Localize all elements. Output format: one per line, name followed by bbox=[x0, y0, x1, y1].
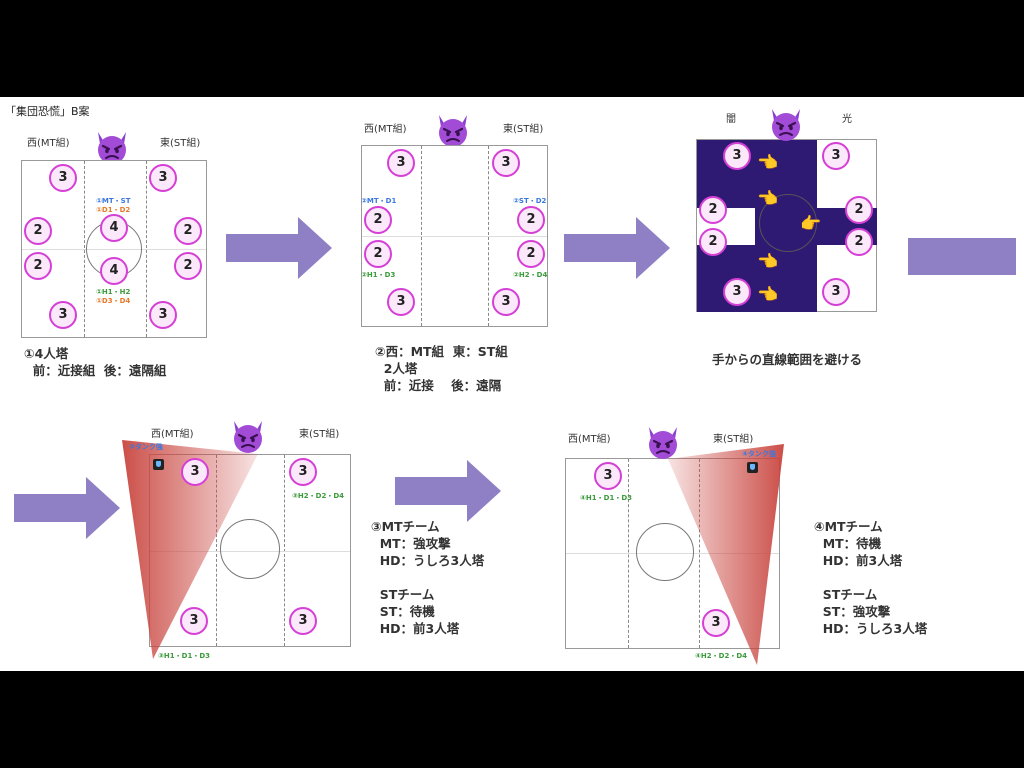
caption-2: ②西：MT組 東：ST組 2人塔 前：近接 後：遠隔 bbox=[375, 344, 508, 393]
tower: 3 bbox=[49, 164, 77, 192]
assign-label: ③H1・D1・D3 bbox=[158, 652, 211, 660]
tower: 3 bbox=[702, 609, 730, 637]
assign-label: ①D1・D2 bbox=[96, 206, 131, 214]
tank-label: ④タンク強 bbox=[742, 450, 776, 458]
hand-icon: 👉 bbox=[800, 214, 822, 234]
hand-icon: 👈 bbox=[757, 252, 779, 272]
center-circle bbox=[636, 523, 694, 581]
hand-icon: 👈 bbox=[757, 285, 779, 305]
shield-icon bbox=[747, 462, 758, 473]
divider-right bbox=[284, 455, 285, 646]
caption-5: ④MTチーム MT：待機 HD：前3人塔 STチーム ST：強攻撃 HD：うしろ… bbox=[814, 519, 928, 636]
tower: 3 bbox=[492, 149, 520, 177]
assign-label: ④H1・D1・D3 bbox=[580, 494, 633, 502]
east-label: 東(ST組) bbox=[503, 124, 544, 135]
devil-icon bbox=[230, 419, 266, 455]
shield-icon bbox=[153, 459, 164, 470]
west-label: 西(MT組) bbox=[27, 138, 70, 149]
tower: 3 bbox=[387, 149, 415, 177]
tower: 2 bbox=[699, 196, 727, 224]
arrow-right-icon bbox=[564, 217, 670, 279]
assign-label: ①MT・ST bbox=[96, 197, 131, 205]
tower: 2 bbox=[174, 217, 202, 245]
tower: 2 bbox=[364, 206, 392, 234]
west-label: 西(MT組) bbox=[364, 124, 407, 135]
tower: 2 bbox=[174, 252, 202, 280]
west-label: 西(MT組) bbox=[151, 429, 194, 440]
dark-zone bbox=[697, 245, 817, 312]
tower: 2 bbox=[845, 196, 873, 224]
tower: 3 bbox=[149, 164, 177, 192]
tower: 3 bbox=[181, 458, 209, 486]
tower: 2 bbox=[24, 217, 52, 245]
hand-icon: 👈 bbox=[757, 189, 779, 209]
assign-label: ④H2・D2・D4 bbox=[695, 652, 748, 660]
tower: 3 bbox=[594, 462, 622, 490]
tower: 2 bbox=[517, 240, 545, 268]
tower: 3 bbox=[289, 607, 317, 635]
tower: 2 bbox=[24, 252, 52, 280]
tower: 3 bbox=[149, 301, 177, 329]
caption-3: 手からの直線範囲を避ける bbox=[712, 352, 863, 367]
assign-label: ②ST・D2 bbox=[513, 197, 547, 205]
tower: 3 bbox=[180, 607, 208, 635]
center-circle bbox=[220, 519, 280, 579]
assign-label: ③H2・D2・D4 bbox=[292, 492, 345, 500]
tower: 3 bbox=[49, 301, 77, 329]
arrow-right-icon bbox=[395, 460, 501, 522]
caption-1: ①4人塔 前：近接組 後：遠隔組 bbox=[24, 346, 167, 378]
page-title: 「集団恐慌」B案 bbox=[5, 105, 90, 118]
devil-icon bbox=[435, 113, 471, 149]
west-label: 西(MT組) bbox=[568, 434, 611, 445]
arrow-body bbox=[908, 238, 1016, 275]
arrow-right-icon bbox=[226, 217, 332, 279]
tower: 2 bbox=[845, 228, 873, 256]
tower: 3 bbox=[492, 288, 520, 316]
light-label: 光 bbox=[842, 114, 852, 125]
slide: 「集団恐慌」B案 西(MT組) 東(ST組) 3 3 2 2 2 2 3 3 4… bbox=[0, 97, 1024, 671]
arrow-right-icon bbox=[14, 477, 120, 539]
east-label: 東(ST組) bbox=[713, 434, 754, 445]
tower: 3 bbox=[289, 458, 317, 486]
assign-label: ①H1・H2 bbox=[96, 288, 131, 296]
assign-label: ②MT・D1 bbox=[361, 197, 397, 205]
tower-center: 4 bbox=[100, 257, 128, 285]
devil-icon bbox=[645, 425, 681, 461]
tower: 3 bbox=[387, 288, 415, 316]
tower: 2 bbox=[699, 228, 727, 256]
tower: 2 bbox=[364, 240, 392, 268]
tower: 2 bbox=[517, 206, 545, 234]
east-label: 東(ST組) bbox=[299, 429, 340, 440]
dark-label: 闇 bbox=[726, 114, 736, 125]
hand-icon: 👈 bbox=[757, 153, 779, 173]
tower: 3 bbox=[822, 278, 850, 306]
assign-label: ①D3・D4 bbox=[96, 297, 131, 305]
caption-4: ③MTチーム MT：強攻撃 HD：うしろ3人塔 STチーム ST：待機 HD：前… bbox=[371, 519, 485, 636]
tower: 3 bbox=[822, 142, 850, 170]
east-label: 東(ST組) bbox=[160, 138, 201, 149]
tank-label: ③タンク強 bbox=[129, 443, 163, 451]
tower-center: 4 bbox=[100, 214, 128, 242]
assign-label: ②H2・D4 bbox=[513, 271, 548, 279]
center-circle bbox=[759, 194, 817, 252]
midline bbox=[362, 236, 547, 237]
arena-5 bbox=[565, 458, 780, 649]
devil-icon bbox=[768, 107, 804, 143]
tower: 3 bbox=[723, 278, 751, 306]
tower: 3 bbox=[723, 142, 751, 170]
assign-label: ②H1・D3 bbox=[361, 271, 396, 279]
